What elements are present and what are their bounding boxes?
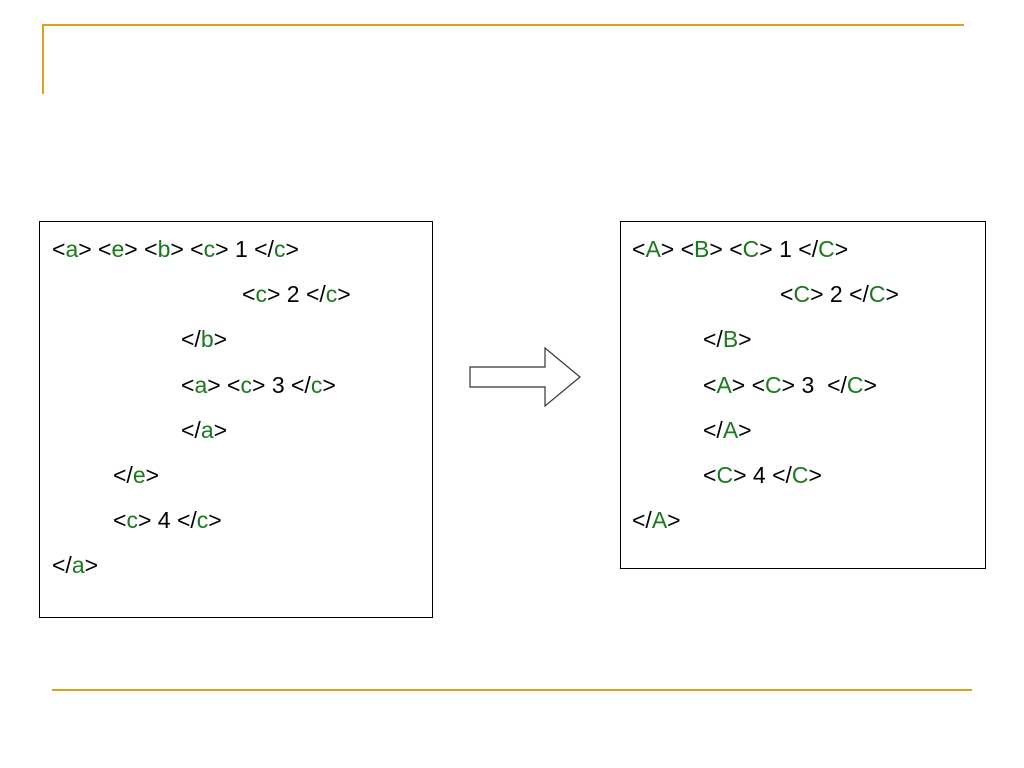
markup-text: < xyxy=(181,372,195,398)
markup-text: > 4 </ xyxy=(137,507,197,533)
tag-name: C xyxy=(791,462,809,488)
markup-text: </ xyxy=(52,552,72,578)
markup-text: < xyxy=(703,372,717,398)
bottom-rule xyxy=(52,689,972,691)
tag-name: C xyxy=(765,372,782,398)
tag-name: B xyxy=(722,326,739,352)
markup-text: < xyxy=(632,236,646,262)
markup-text: > xyxy=(145,462,160,488)
markup-text: > xyxy=(213,326,228,352)
markup-text: > xyxy=(738,326,752,352)
tag-name: C xyxy=(716,462,734,488)
tag-name: A xyxy=(651,507,668,533)
tag-name: a xyxy=(65,236,79,262)
markup-text: < xyxy=(703,462,717,488)
tag-name: e xyxy=(111,236,125,262)
markup-text: > < xyxy=(709,236,743,262)
tag-name: C xyxy=(818,236,835,262)
markup-text: </ xyxy=(113,462,133,488)
tag-name: c xyxy=(203,236,216,262)
result-line: <C> 4 </C> xyxy=(703,462,822,488)
markup-text: < xyxy=(52,236,66,262)
tag-name: c xyxy=(126,507,138,533)
tag-name: b xyxy=(157,236,171,262)
markup-text: < xyxy=(780,281,794,307)
markup-text: > 4 </ xyxy=(733,462,792,488)
markup-text: > xyxy=(808,462,822,488)
markup-text: > xyxy=(322,372,336,398)
markup-text: </ xyxy=(181,326,201,352)
source-line: <a> <e> <b> <c> 1 </c> xyxy=(52,236,299,262)
markup-text: > xyxy=(337,281,351,307)
source-line: <c> 4 </c> xyxy=(113,507,222,533)
result-line: </A> xyxy=(632,507,681,533)
source-tree-box: <a> <e> <b> <c> 1 </c> <c> 2 </c> </b> <… xyxy=(39,221,433,618)
result-line: <A> <B> <C> 1 </C> xyxy=(632,236,848,262)
source-line: <c> 2 </c> xyxy=(242,281,351,307)
markup-text: > xyxy=(84,552,99,578)
result-line: <C> 2 </C> xyxy=(780,281,899,307)
tag-name: a xyxy=(194,372,208,398)
markup-text: > xyxy=(885,281,899,307)
markup-text: > xyxy=(667,507,681,533)
tag-name: c xyxy=(196,507,209,533)
markup-text: > < xyxy=(660,236,695,262)
markup-text: > xyxy=(834,236,849,262)
source-line: </a> xyxy=(181,417,227,443)
tag-name: b xyxy=(200,326,214,352)
result-line: </B> xyxy=(703,326,752,352)
source-line: </e> xyxy=(113,462,159,488)
markup-text: > 1 </ xyxy=(215,236,274,262)
top-rule xyxy=(42,24,964,26)
result-line: </A> xyxy=(703,417,752,443)
markup-text: > xyxy=(863,372,877,398)
markup-text: > xyxy=(208,507,222,533)
tag-name: c xyxy=(273,236,286,262)
result-line: <A> <C> 3 </C> xyxy=(703,372,877,398)
markup-text: </ xyxy=(703,417,723,443)
tag-name: c xyxy=(240,372,253,398)
source-line: <a> <c> 3 </c> xyxy=(181,372,336,398)
tag-name: A xyxy=(645,236,661,262)
markup-text: > xyxy=(285,236,299,262)
tag-name: B xyxy=(694,236,710,262)
markup-text: > < xyxy=(124,236,158,262)
source-line: </b> xyxy=(181,326,227,352)
markup-text: > < xyxy=(207,372,241,398)
markup-text: </ xyxy=(703,326,723,352)
markup-text: < xyxy=(242,281,256,307)
markup-text: > 3 </ xyxy=(252,372,311,398)
right-arrow-icon xyxy=(469,346,581,408)
markup-text: > < xyxy=(78,236,112,262)
markup-text: </ xyxy=(181,417,201,443)
tag-name: c xyxy=(255,281,267,307)
side-rule xyxy=(42,24,44,94)
tag-name: c xyxy=(310,372,323,398)
tag-name: A xyxy=(722,417,739,443)
markup-text: > 1 </ xyxy=(759,236,819,262)
markup-text: < xyxy=(113,507,127,533)
tag-name: c xyxy=(325,281,338,307)
tag-name: e xyxy=(132,462,146,488)
markup-text: </ xyxy=(632,507,652,533)
tag-name: C xyxy=(793,281,811,307)
tag-name: a xyxy=(71,552,85,578)
markup-text: > xyxy=(738,417,752,443)
tag-name: C xyxy=(868,281,886,307)
markup-text: > < xyxy=(731,372,766,398)
tag-name: C xyxy=(742,236,760,262)
result-tree-box: <A> <B> <C> 1 </C> <C> 2 </C> </B> <A> <… xyxy=(620,221,986,569)
tag-name: a xyxy=(200,417,214,443)
markup-text: > 3 </ xyxy=(781,372,847,398)
markup-text: > 2 </ xyxy=(810,281,869,307)
tag-name: A xyxy=(716,372,732,398)
markup-text: > xyxy=(213,417,228,443)
markup-text: > < xyxy=(170,236,204,262)
source-line: </a> xyxy=(52,552,98,578)
tag-name: C xyxy=(846,372,864,398)
markup-text: > 2 </ xyxy=(266,281,326,307)
